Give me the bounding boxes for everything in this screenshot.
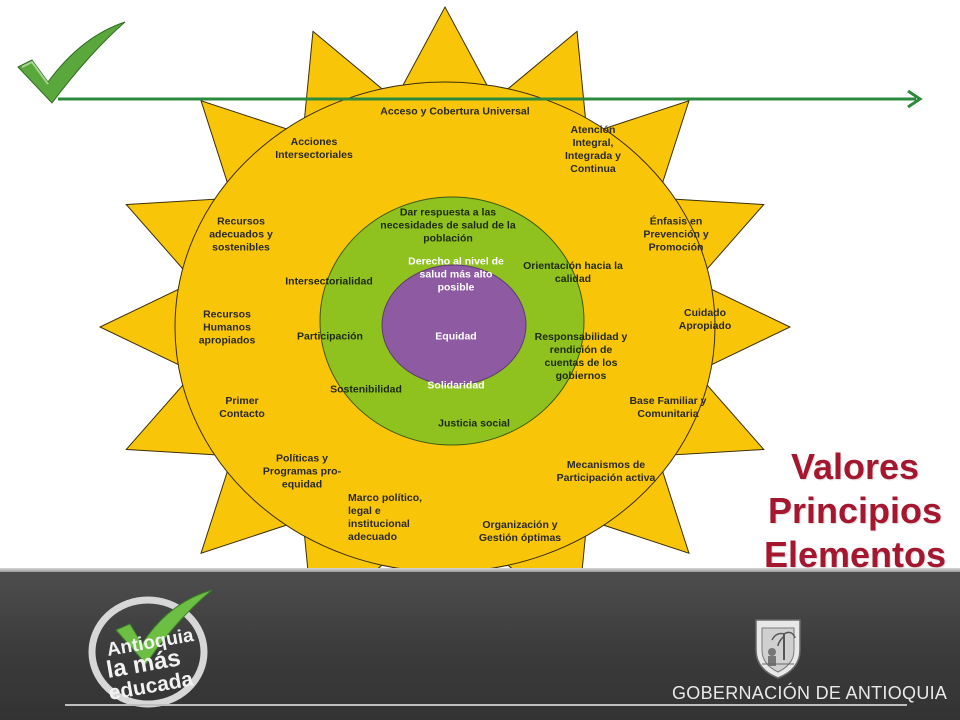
title-line: Principios [767,490,943,531]
principle-label: Intersectorialidad [285,275,373,288]
element-label: Organización y Gestión óptimas [478,519,562,544]
element-label: Base Familiar y Comunitaria [629,395,707,420]
footer-rule [65,704,907,706]
sun-ray [98,284,188,370]
element-label: Políticas y Programas pro-equidad [262,452,342,491]
element-label: Acciones Intersectoriales [275,136,353,161]
core-value-item: Solidaridad [427,379,485,392]
government-name: GOBERNACIÓN DE ANTIOQUIA [672,683,948,703]
core-main-value: Derecho al nivel de salud más alto posib… [408,255,504,294]
values-principles-elements-title: Valores Principios Elementos [755,445,955,577]
element-label: Mecanismos de Participación activa [556,459,656,484]
principle-label: Dar respuesta a las necesidades de salud… [380,206,516,245]
principle-label: Orientación hacia la calidad [523,260,623,285]
footer-divider [0,568,960,572]
core-value-item: Equidad [435,330,477,343]
sun-rays [98,5,792,649]
element-label: Marco político, legal e institucional ad… [348,492,423,543]
coat-of-arms-icon [755,619,801,679]
element-label: Atención Integral, Integrada y Continua [564,124,622,175]
title-line: Valores [790,446,920,487]
antioquia-logo-icon: Antioquia la más educada [88,589,213,708]
sun-ray [398,5,492,94]
element-label: Recursos Humanos apropiados [198,308,256,347]
element-label: Recursos adecuados y sostenibles [209,215,273,254]
values-core-text: Derecho al nivel de salud más alto posib… [401,243,511,406]
principle-label: Responsabilidad y rendición de cuentas d… [534,331,628,382]
values-core [381,264,527,386]
arrow-right-icon [58,89,923,109]
principle-label: Sostenibilidad [330,383,402,396]
checkmark-icon [17,21,126,104]
element-label: Acceso y Cobertura Universal [380,105,530,118]
principle-label: Participación [297,330,363,343]
principle-label: Justicia social [438,417,510,430]
element-label: Cuidado Apropiado [678,307,732,332]
element-label: Primer Contacto [219,395,265,420]
element-label: Énfasis en Prevención y Promoción [643,215,709,254]
